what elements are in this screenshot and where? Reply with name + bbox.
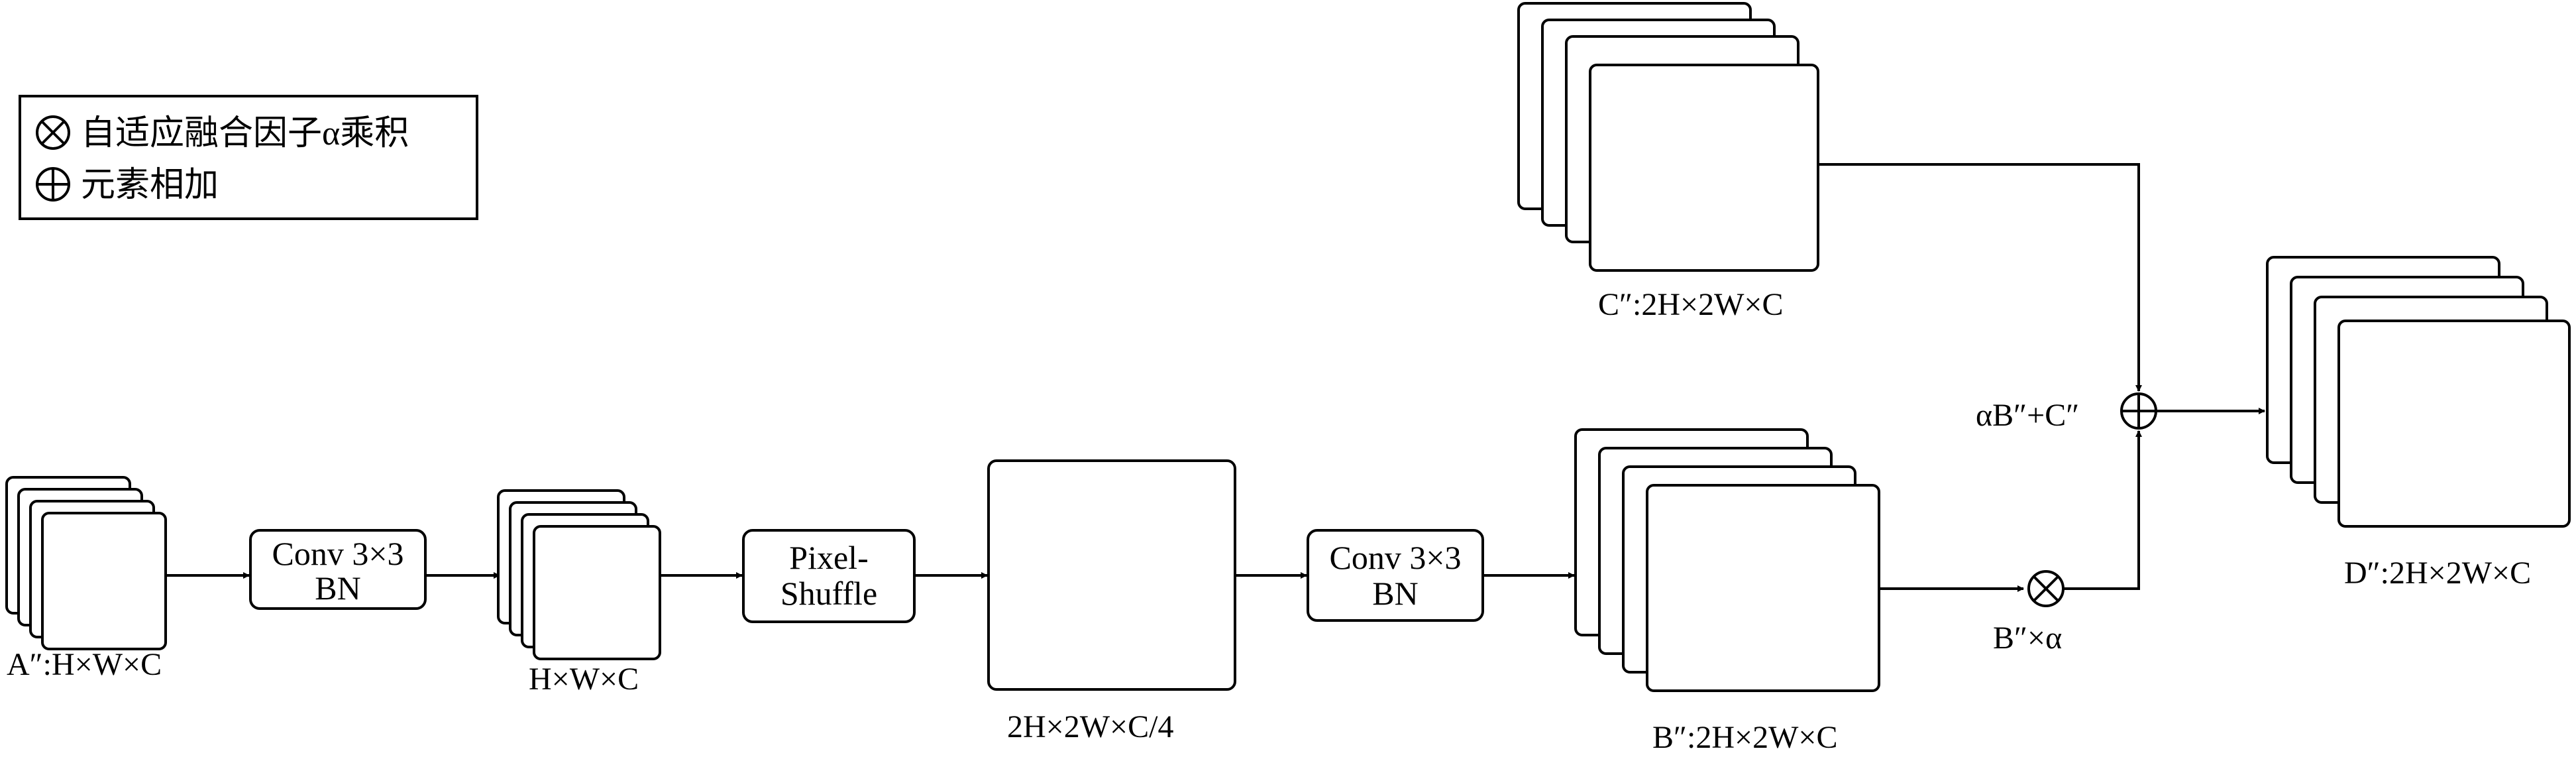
feature-stack-c: [1517, 2, 1819, 272]
arrow-multiply-to-add: [2063, 430, 2142, 590]
pixel-shuffle-label-line2: Shuffle: [780, 575, 877, 612]
arrow-c-to-add: [1818, 163, 2142, 392]
legend-multiply-label: 自适应融合因子α乘积: [81, 115, 409, 152]
conv1-box: [249, 529, 427, 610]
legend-add-label: 元素相加: [81, 166, 219, 204]
pixel-shuffle-label-line1: Pixel-: [789, 539, 868, 576]
legend: 自适应融合因子α乘积 元素相加: [19, 95, 478, 220]
add-symbol-icon: [36, 167, 70, 202]
label-d: D″:2H×2W×C: [2344, 556, 2531, 591]
multiply-symbol-icon: [36, 115, 70, 150]
conv1-label-line2: BN: [315, 569, 360, 607]
feature-stack-b: [1574, 428, 1880, 692]
label-quarter: 2H×2W×C/4: [1007, 709, 1173, 744]
feature-stack-d: [2266, 256, 2571, 528]
label-a: A″:H×W×C: [7, 647, 162, 682]
quarter-feature-box: [987, 459, 1236, 691]
conv2-label-line1: Conv 3×3: [1329, 539, 1461, 576]
label-b-alpha: B″×α: [1993, 620, 2062, 656]
conv1-label-line1: Conv 3×3: [272, 535, 403, 572]
feature-stack-a: [5, 476, 167, 650]
conv2-label-line2: BN: [1372, 575, 1418, 612]
feature-stack-hwc: [497, 489, 661, 660]
legend-box: [19, 95, 478, 220]
label-b: B″:2H×2W×C: [1652, 720, 1837, 755]
label-hwc: H×W×C: [529, 662, 639, 697]
multiply-node-icon: [2027, 570, 2065, 607]
add-node-icon: [2120, 392, 2157, 430]
label-sum: αB″+C″: [1976, 398, 2079, 433]
label-c: C″:2H×2W×C: [1598, 287, 1783, 322]
